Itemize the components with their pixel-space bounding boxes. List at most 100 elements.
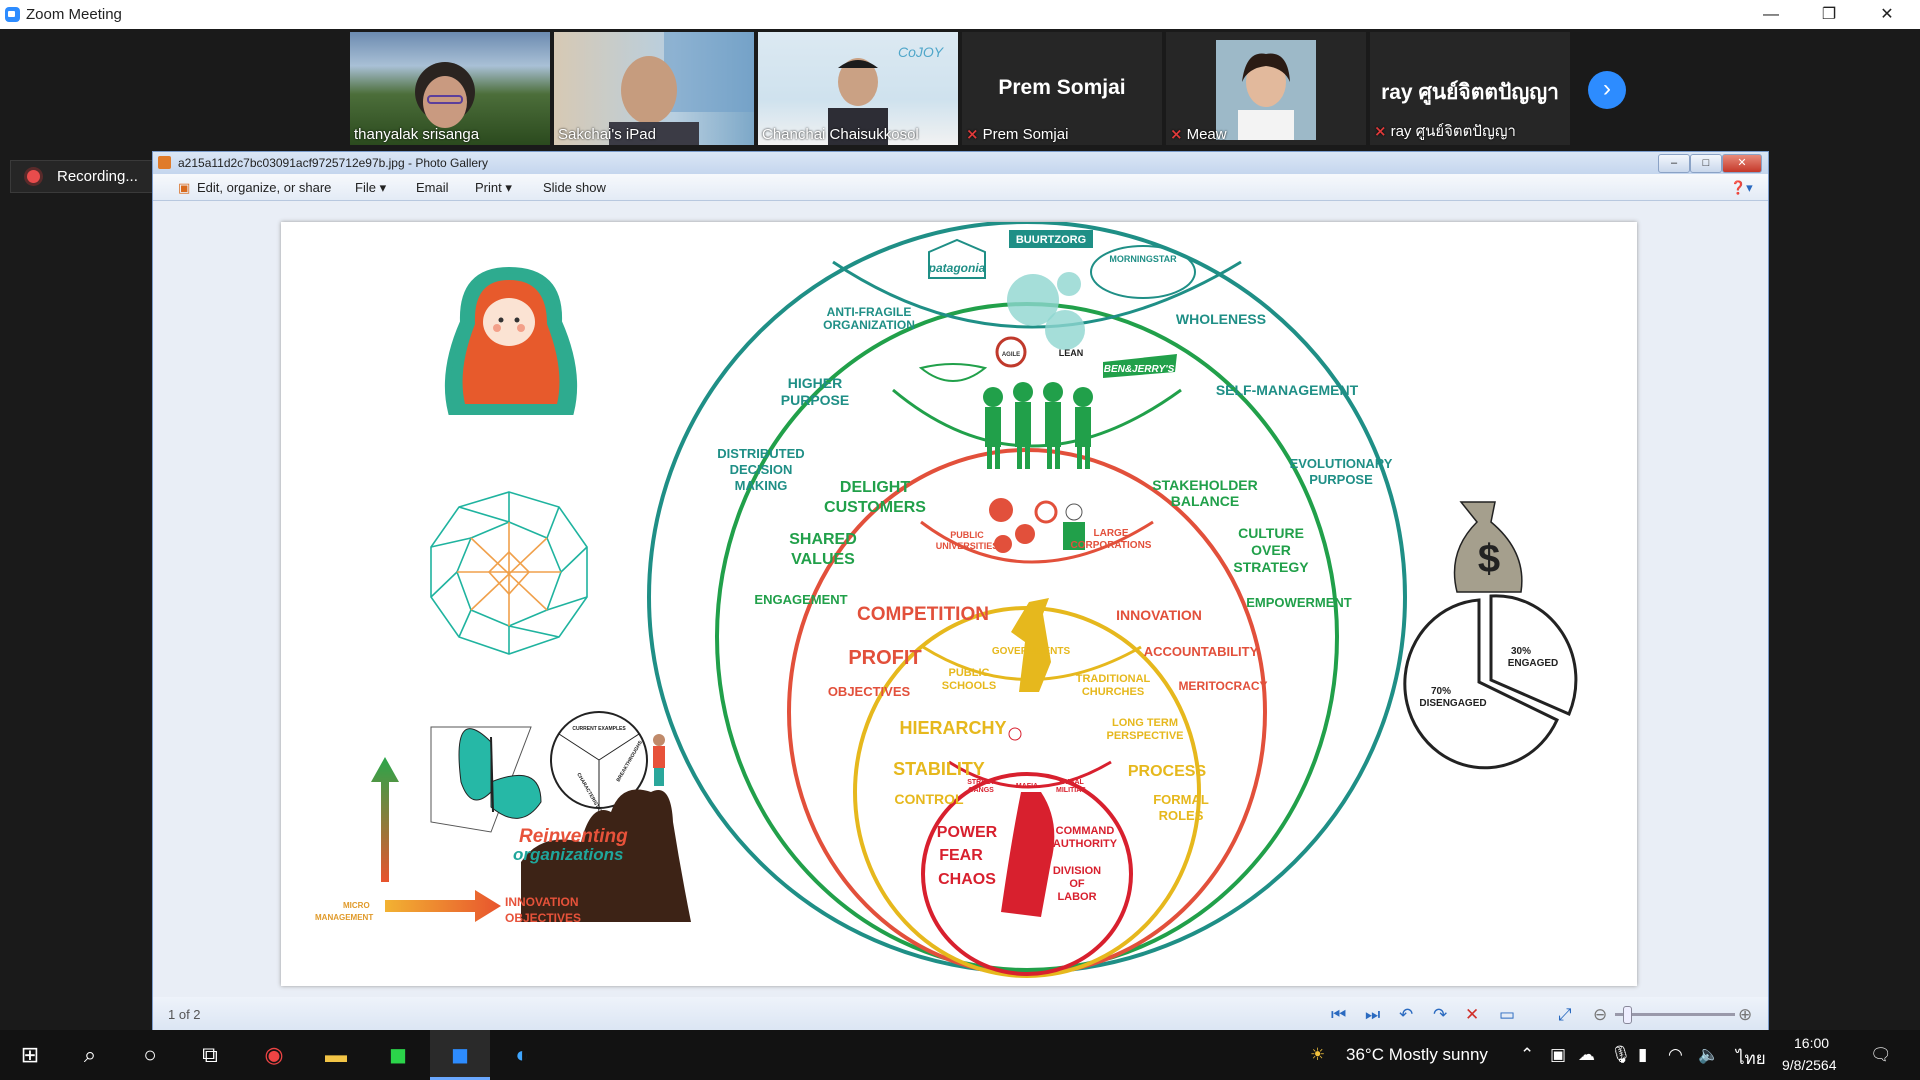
close-button[interactable]: ✕	[1880, 6, 1894, 23]
participant-tile[interactable]: Prem Somjai ⨯Prem Somjai	[962, 32, 1162, 145]
buurtzorg-logo: BUURTZORG	[1016, 234, 1086, 246]
image-counter: 1 of 2	[168, 1007, 201, 1022]
zoom-in-icon[interactable]: ⊕	[1738, 1005, 1753, 1024]
management-label: MANAGEMENT	[315, 913, 373, 922]
photo-gallery-window: a215a11d2c7bc03091acf9725712e97b.jpg - P…	[152, 151, 1769, 1032]
microphone-icon[interactable]: 🎙	[1610, 1045, 1632, 1064]
label-decision: DECISION	[730, 462, 793, 477]
label-tribal: TRIBAL	[1058, 779, 1084, 786]
label-process: PROCESS	[1128, 763, 1207, 780]
file-explorer-icon[interactable]: ▬	[325, 1042, 347, 1067]
label-fear: FEAR	[939, 847, 983, 864]
line-app-icon[interactable]: ◼	[388, 1042, 408, 1067]
label-values: VALUES	[791, 551, 855, 568]
label-stability: STABILITY	[893, 759, 985, 779]
label-profit: PROFIT	[848, 647, 921, 669]
gallery-close-button[interactable]: ✕	[1722, 154, 1762, 173]
clock-time[interactable]: 16:00	[1794, 1035, 1830, 1051]
label-distributed: DISTRIBUTED	[717, 446, 804, 461]
search-icon[interactable]: ⌕	[83, 1042, 97, 1067]
photo-canvas: CURRENT EXAMPLES CHARACTERISTICS BREAKTH…	[281, 220, 1637, 986]
zoom-slider[interactable]	[1615, 1013, 1735, 1016]
weather-icon[interactable]: ☀	[1310, 1045, 1326, 1064]
recording-label: Recording...	[57, 168, 138, 185]
windows-start-icon[interactable]: ⊞	[20, 1042, 40, 1067]
notifications-icon[interactable]: 🗨	[1870, 1045, 1892, 1064]
email-button[interactable]: Email	[416, 180, 449, 195]
label-innovation: INNOVATION	[1116, 607, 1202, 623]
label-higher: HIGHER	[788, 375, 842, 391]
previous-icon[interactable]: ⏮	[1331, 1005, 1347, 1024]
wifi-icon[interactable]: ◠	[1668, 1045, 1683, 1064]
recording-indicator[interactable]: Recording...	[10, 160, 154, 193]
label-wholeness: WHOLENESS	[1176, 311, 1266, 327]
gallery-statusbar: 1 of 2 ⏮ ⏭ ↶ ↷ ✕ ▭ ⤢ ⊖ ⊕	[153, 997, 1768, 1031]
restore-button[interactable]: ❐	[1821, 6, 1837, 23]
file-menu[interactable]: File ▾	[355, 180, 387, 195]
meet-now-icon[interactable]: ▣	[1550, 1045, 1567, 1064]
participant-video	[1216, 40, 1316, 140]
battery-icon[interactable]: ▮	[1638, 1045, 1648, 1064]
participant-name: Chanchai Chaisukkosol	[762, 126, 919, 143]
label-hierarchy: HIERARCHY	[899, 718, 1006, 738]
gallery-minimize-button[interactable]: –	[1658, 154, 1690, 173]
cortana-icon[interactable]: ○	[143, 1042, 157, 1067]
participant-tile[interactable]: Sakchai's iPad	[554, 32, 754, 145]
participant-tile[interactable]: thanyalak srisanga	[350, 32, 550, 145]
label-customers: CUSTOMERS	[824, 499, 926, 516]
label-evolutionary: EVOLUTIONARY	[1290, 456, 1393, 471]
gallery-app-icon	[158, 156, 171, 169]
minimize-button[interactable]: —	[1763, 6, 1779, 23]
label-delight: DELIGHT	[840, 479, 910, 496]
edit-organize-share-button[interactable]: Edit, organize, or share	[197, 180, 332, 195]
mic-muted-icon: ⨯	[966, 126, 979, 143]
print-menu[interactable]: Print ▾	[475, 180, 512, 195]
circle-label: BREAKTHROUGHS	[616, 739, 645, 783]
next-icon[interactable]: ⏭	[1365, 1005, 1381, 1024]
zoom-slider-thumb[interactable]	[1623, 1006, 1632, 1024]
help-icon[interactable]: ❓▾	[1730, 180, 1753, 195]
volume-icon[interactable]: 🔈	[1698, 1045, 1720, 1064]
reinventing-organizations-image: CURRENT EXAMPLES CHARACTERISTICS BREAKTH…	[315, 220, 1578, 978]
slideshow-button[interactable]: Slide show	[543, 180, 606, 195]
engaged-label: ENGAGED	[1508, 658, 1559, 669]
label-objectives: OBJECTIVES	[828, 684, 911, 699]
fit-icon[interactable]: ⤢	[1558, 1005, 1572, 1024]
task-view-icon[interactable]: ⧉	[202, 1042, 218, 1067]
disengaged-percent: 70%	[1431, 686, 1451, 697]
participant-tile[interactable]: ⨯Meaw	[1166, 32, 1366, 145]
delete-icon[interactable]: ✕	[1465, 1005, 1480, 1024]
participant-video	[828, 58, 888, 145]
edit-icon: ▣	[178, 180, 191, 195]
clock-date[interactable]: 9/8/2564	[1782, 1057, 1837, 1073]
edge-icon[interactable]: ◐	[515, 1042, 529, 1067]
chrome-icon[interactable]: ◉	[264, 1042, 284, 1067]
label-street: STREET	[967, 779, 995, 786]
slideshow-icon[interactable]: ▭	[1499, 1005, 1516, 1024]
rotate-left-icon[interactable]: ↶	[1399, 1005, 1414, 1024]
gallery-maximize-button[interactable]: □	[1690, 154, 1722, 173]
label-formal: FORMAL	[1153, 792, 1209, 807]
cojoy-logo: CoJOY	[898, 44, 944, 60]
label-shared: SHARED	[789, 531, 857, 548]
next-participants-icon[interactable]: ›	[1588, 71, 1626, 109]
zoom-out-icon[interactable]: ⊖	[1593, 1005, 1608, 1024]
onedrive-icon[interactable]: ☁	[1578, 1045, 1595, 1064]
label-anti-fragile: ANTI-FRAGILE	[827, 305, 912, 319]
label-empowerment: EMPOWERMENT	[1246, 595, 1352, 610]
tray-chevron-icon[interactable]: ⌃	[1520, 1045, 1535, 1064]
participant-tile[interactable]: ray ศูนย์จิตตปัญญา ⨯ray ศูนย์จิตตปัญญา	[1370, 32, 1570, 145]
engagement-pie: 30% ENGAGED 70% DISENGAGED	[1403, 594, 1578, 770]
evolution-circles-diagram: BUURTZORG MORNINGSTAR patagonia AGILE LE…	[647, 220, 1407, 978]
zoom-taskbar-icon[interactable]: ◼	[430, 1030, 490, 1080]
weather-text[interactable]: 36°C Mostly sunny	[1346, 1045, 1488, 1064]
input-language[interactable]: ไทย	[1736, 1049, 1766, 1068]
patagonia-logo: patagonia	[928, 261, 986, 275]
label-roles: ROLES	[1159, 808, 1204, 823]
rotate-right-icon[interactable]: ↷	[1433, 1005, 1448, 1024]
participant-tile[interactable]: CoJOY Chanchai Chaisukkosol	[758, 32, 958, 145]
butterfly-icon	[430, 726, 542, 833]
person-on-rock-icon	[521, 734, 691, 922]
participant-name: Meaw	[1186, 126, 1227, 143]
participant-name: Prem Somjai	[982, 126, 1069, 143]
